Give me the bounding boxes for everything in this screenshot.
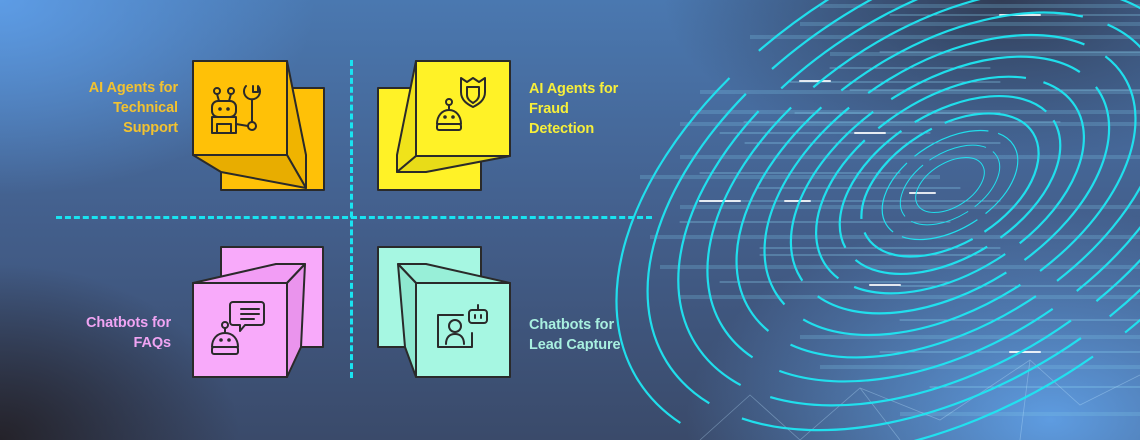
label-line: Chatbots for [529,317,614,333]
fingerprint-graphic [615,0,1140,440]
label-line: Fraud [529,101,569,117]
label-line: Detection [529,121,595,137]
label-technical-support: AI Agents for Technical Support [89,78,178,138]
network-mesh-lines [699,359,1140,440]
horizontal-dashed-divider [56,216,652,219]
label-line: Chatbots for [86,315,171,331]
vertical-dashed-divider [350,60,353,378]
label-fraud-detection: AI Agents for Fraud Detection [529,79,618,139]
label-line: Support [123,120,178,136]
label-faqs: Chatbots for FAQs [86,313,171,349]
label-line: AI Agents for [529,81,619,97]
label-line: FAQs [133,335,171,349]
label-line: AI Agents for [88,80,178,96]
label-line: Lead Capture [529,337,621,351]
label-line: Technical [113,100,178,116]
label-lead-capture: Chatbots for Lead Capture [529,315,620,351]
